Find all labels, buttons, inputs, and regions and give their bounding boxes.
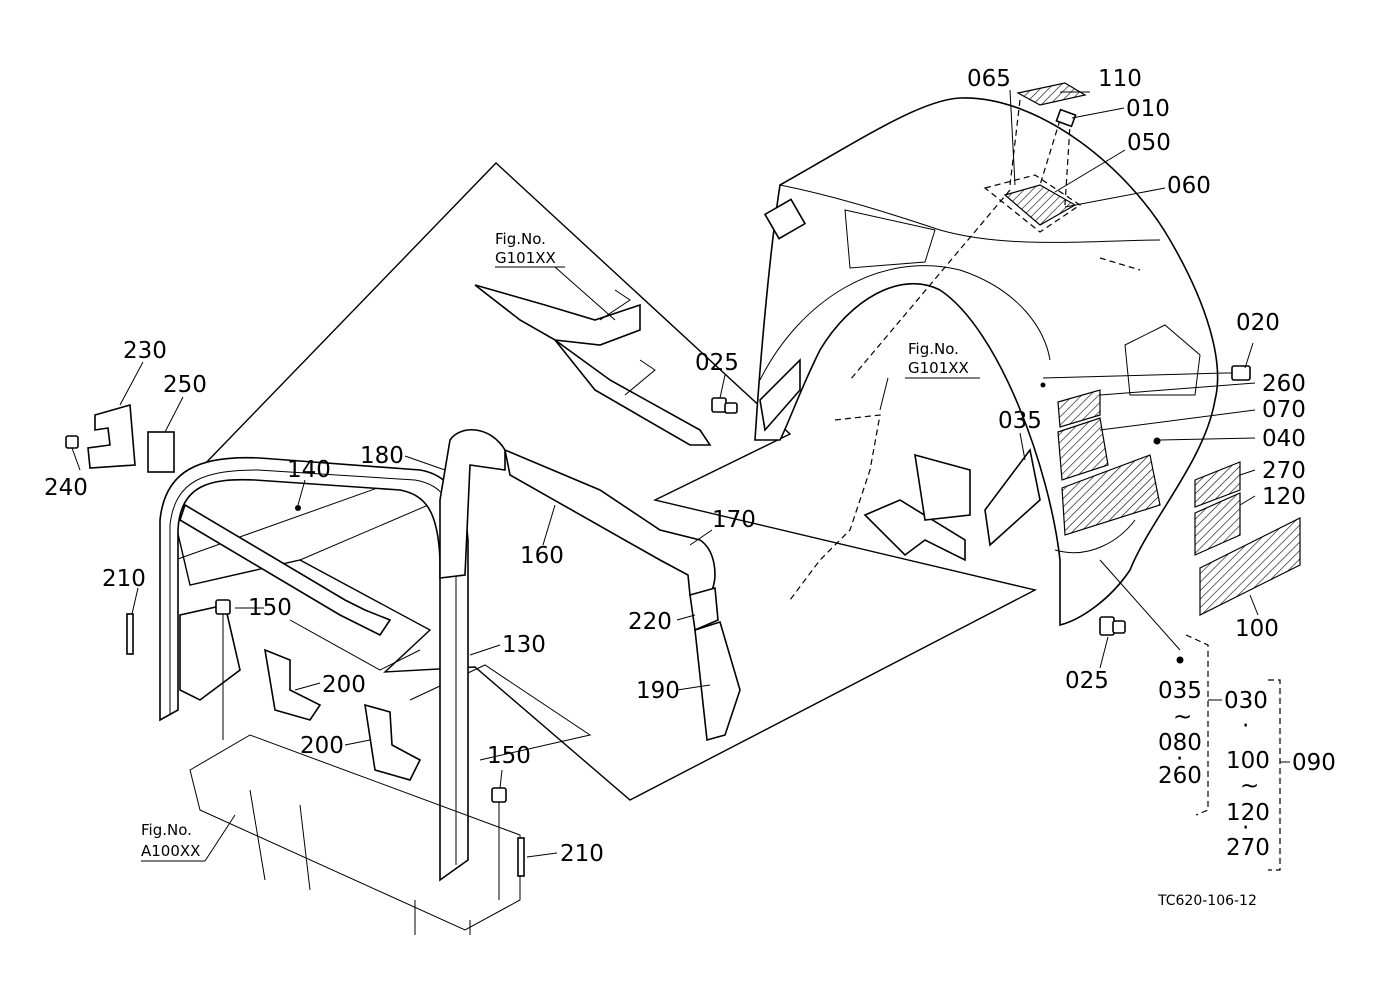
strip-210-bottom bbox=[517, 837, 525, 877]
kit1-bottom: 260 bbox=[1158, 763, 1202, 789]
callout-210-bottom: 210 bbox=[560, 841, 604, 867]
callout-065: 065 bbox=[967, 66, 1011, 92]
callout-220: 220 bbox=[628, 609, 672, 635]
callout-035: 035 bbox=[998, 408, 1042, 434]
callout-140: 140 bbox=[287, 457, 331, 483]
drawing-code: TC620-106-12 bbox=[1157, 893, 1257, 909]
callout-150-left: 150 bbox=[248, 595, 292, 621]
callout-020: 020 bbox=[1236, 310, 1280, 336]
decal-120 bbox=[1194, 492, 1241, 556]
callout-110: 110 bbox=[1098, 66, 1142, 92]
fig-ref-g101-mid-label: Fig.No. bbox=[908, 340, 959, 358]
callout-040: 040 bbox=[1262, 426, 1306, 452]
hood-inner-arch bbox=[759, 265, 1051, 381]
bolt-150-bottom bbox=[491, 787, 507, 803]
kit1-assembly: 030 bbox=[1224, 688, 1268, 714]
callout-160: 160 bbox=[520, 543, 564, 569]
cushion-set bbox=[439, 428, 741, 742]
callout-200-left: 200 bbox=[300, 733, 344, 759]
callout-210-left: 210 bbox=[102, 566, 146, 592]
kit2-mid: 100 bbox=[1226, 748, 1270, 774]
bolt-150-left bbox=[215, 599, 231, 615]
hood-front-vent bbox=[759, 358, 801, 432]
kit2-tilde: ~ bbox=[1240, 773, 1259, 799]
kit-bullet-hood-side bbox=[1040, 382, 1046, 388]
kit2-dot2: · bbox=[1242, 815, 1249, 841]
kit1-top: 035 bbox=[1158, 678, 1202, 704]
plate-leader-dash bbox=[1009, 99, 1071, 206]
callout-025-bottom: 025 bbox=[1065, 668, 1109, 694]
decal-040 bbox=[1061, 454, 1161, 536]
plate-dash-guide2 bbox=[1099, 257, 1141, 271]
callout-070: 070 bbox=[1262, 397, 1306, 423]
callout-250: 250 bbox=[163, 372, 207, 398]
kit1-dot: · bbox=[1176, 746, 1183, 772]
kit2-dot1: · bbox=[1242, 713, 1249, 739]
bracket-g101-mid bbox=[789, 414, 971, 601]
callout-270: 270 bbox=[1262, 458, 1306, 484]
assembly-outline-inner bbox=[174, 479, 442, 561]
hood-bracket bbox=[763, 198, 807, 240]
block-250 bbox=[147, 431, 175, 473]
hood-side-window bbox=[1124, 324, 1201, 396]
base-plate bbox=[189, 734, 521, 935]
panel-035 bbox=[984, 448, 1041, 547]
callout-060: 060 bbox=[1167, 173, 1211, 199]
hood-assembly bbox=[754, 97, 1219, 627]
fig-ref-a100-code: A100XX bbox=[141, 842, 200, 860]
kit1-mid: 080 bbox=[1158, 730, 1202, 756]
hood-lower-edge bbox=[1054, 519, 1136, 554]
bolt-025-bottom bbox=[1099, 616, 1126, 636]
callout-190: 190 bbox=[636, 678, 680, 704]
callout-100: 100 bbox=[1235, 616, 1279, 642]
bolt-010 bbox=[1055, 108, 1077, 128]
callout-170: 170 bbox=[712, 507, 756, 533]
bolt-240 bbox=[65, 435, 79, 449]
bolt-025-top bbox=[711, 397, 738, 414]
callout-240: 240 bbox=[44, 475, 88, 501]
kit-bullet-frame bbox=[295, 505, 301, 511]
callout-130: 130 bbox=[502, 632, 546, 658]
hood-top-crease bbox=[779, 184, 1161, 243]
leader-lines bbox=[71, 89, 1259, 862]
fig-ref-g101-mid-code: G101XX bbox=[908, 359, 969, 377]
bracket-230 bbox=[87, 403, 136, 469]
fig-ref-a100-label: Fig.No. bbox=[141, 821, 192, 839]
decal-260 bbox=[1057, 389, 1101, 428]
plate-dash-guide bbox=[849, 189, 1011, 381]
fig-ref-g101-top-code: G101XX bbox=[495, 249, 556, 267]
plate-065-dashed bbox=[983, 174, 1082, 233]
fig-ref-g101-top-label: Fig.No. bbox=[495, 230, 546, 248]
bracket-g101-top bbox=[474, 284, 712, 446]
kit2-bottom: 270 bbox=[1226, 835, 1270, 861]
kit-bullet-1 bbox=[1176, 656, 1184, 664]
decal-270 bbox=[1194, 461, 1241, 508]
callout-200-right: 200 bbox=[322, 672, 366, 698]
hood-body bbox=[754, 97, 1219, 627]
bolt-020 bbox=[1225, 365, 1251, 381]
callout-010: 010 bbox=[1126, 96, 1170, 122]
decal-100 bbox=[1199, 517, 1301, 616]
decal-070 bbox=[1057, 417, 1109, 481]
strip-210-left bbox=[126, 613, 134, 655]
callout-180: 180 bbox=[360, 443, 404, 469]
callout-230: 230 bbox=[123, 338, 167, 364]
callout-050: 050 bbox=[1127, 130, 1171, 156]
kit-bullet-hood bbox=[1153, 437, 1161, 445]
kit-group-brackets bbox=[295, 382, 1290, 871]
kit2-lower: 120 bbox=[1226, 800, 1270, 826]
guard-frame bbox=[159, 456, 469, 882]
callout-025-top: 025 bbox=[695, 350, 739, 376]
kit2-assembly: 090 bbox=[1292, 750, 1336, 776]
decal-110 bbox=[1016, 82, 1087, 106]
hood-window bbox=[844, 209, 936, 269]
kit1-tilde: ~ bbox=[1173, 704, 1192, 730]
assembly-outline bbox=[169, 162, 1037, 801]
callout-150-bottom: 150 bbox=[487, 743, 531, 769]
callout-260: 260 bbox=[1262, 371, 1306, 397]
callout-120: 120 bbox=[1262, 484, 1306, 510]
